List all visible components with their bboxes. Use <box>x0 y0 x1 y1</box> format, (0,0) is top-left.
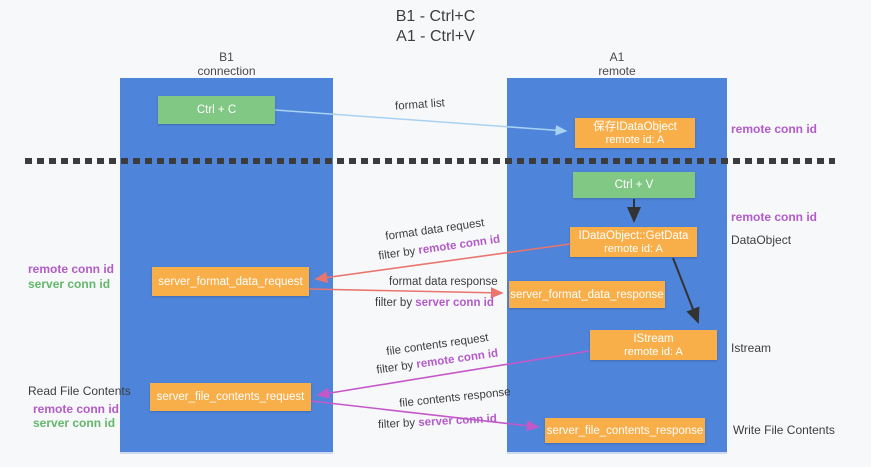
label-read-file-contents: Read File Contents <box>28 384 131 398</box>
node-getdata-line1: IDataObject::GetData <box>578 229 689 242</box>
title-line-2: A1 - Ctrl+V <box>396 28 475 45</box>
diagram-title: B1 - Ctrl+C A1 - Ctrl+V <box>0 7 871 47</box>
node-server-file-contents-response: server_file_contents_response <box>545 418 705 443</box>
label-filter-by-server-conn-id-1: filter by server conn id <box>375 297 494 309</box>
label-dataobject: DataObject <box>731 233 792 247</box>
filter-by-text: filter by <box>377 244 420 263</box>
label-server-conn-id-left-2: server conn id <box>33 416 116 430</box>
node-server-file-contents-request: server_file_contents_request <box>150 383 311 411</box>
label-remote-conn-id-left-2: remote conn id <box>33 402 120 416</box>
node-save-idataobject-line2: remote id: A <box>605 133 665 146</box>
phase-separator-dashed-line <box>25 158 835 164</box>
remote-conn-id-text: remote conn id <box>417 233 501 257</box>
label-format-list: format list <box>394 97 446 113</box>
node-server-format-data-response: server_format_data_response <box>509 281 665 308</box>
filter-by-text: filter by <box>377 417 419 432</box>
lifeline-a1-name: A1 <box>609 50 625 64</box>
label-server-conn-id-left-1: server conn id <box>28 277 111 291</box>
node-istream-line1: IStream <box>633 332 674 345</box>
server-conn-id-text: server conn id <box>417 412 498 429</box>
lifeline-header-b1: B1 connection <box>120 50 333 78</box>
lifeline-b1-role: connection <box>197 64 256 78</box>
label-istream: Istream <box>731 341 772 355</box>
node-ctrl-v: Ctrl + V <box>573 172 695 198</box>
label-remote-conn-id-left-1: remote conn id <box>28 262 115 276</box>
lifeline-b1-name: B1 <box>219 50 234 64</box>
label-file-contents-response: file contents response <box>398 386 512 410</box>
label-format-data-response: format data response <box>389 276 498 288</box>
node-save-idataobject-line1: 保存IDataObject <box>593 120 677 133</box>
node-ctrl-c: Ctrl + C <box>158 96 275 124</box>
node-server-format-data-request: server_format_data_request <box>152 267 309 296</box>
label-remote-conn-id-right-top: remote conn id <box>731 122 818 136</box>
node-getdata-line2: remote id: A <box>604 242 663 255</box>
lifeline-header-a1: A1 remote <box>507 50 727 78</box>
lifeline-a1-role: remote <box>598 64 636 78</box>
filter-by-text: filter by <box>375 358 418 377</box>
filter-by-text: filter by <box>375 297 416 309</box>
node-istream: IStream remote id: A <box>590 330 717 360</box>
label-remote-conn-id-right-mid: remote conn id <box>731 210 818 224</box>
title-line-1: B1 - Ctrl+C <box>395 8 476 25</box>
node-save-idataobject: 保存IDataObject remote id: A <box>575 118 695 148</box>
label-write-file-contents: Write File Contents <box>733 423 835 437</box>
label-filter-by-server-conn-id-2: filter by server conn id <box>378 413 497 431</box>
server-conn-id-text: server conn id <box>415 297 494 309</box>
node-idataobject-getdata: IDataObject::GetData remote id: A <box>570 227 697 257</box>
node-istream-line2: remote id: A <box>624 345 683 358</box>
arrow-format-data-response <box>308 287 504 299</box>
